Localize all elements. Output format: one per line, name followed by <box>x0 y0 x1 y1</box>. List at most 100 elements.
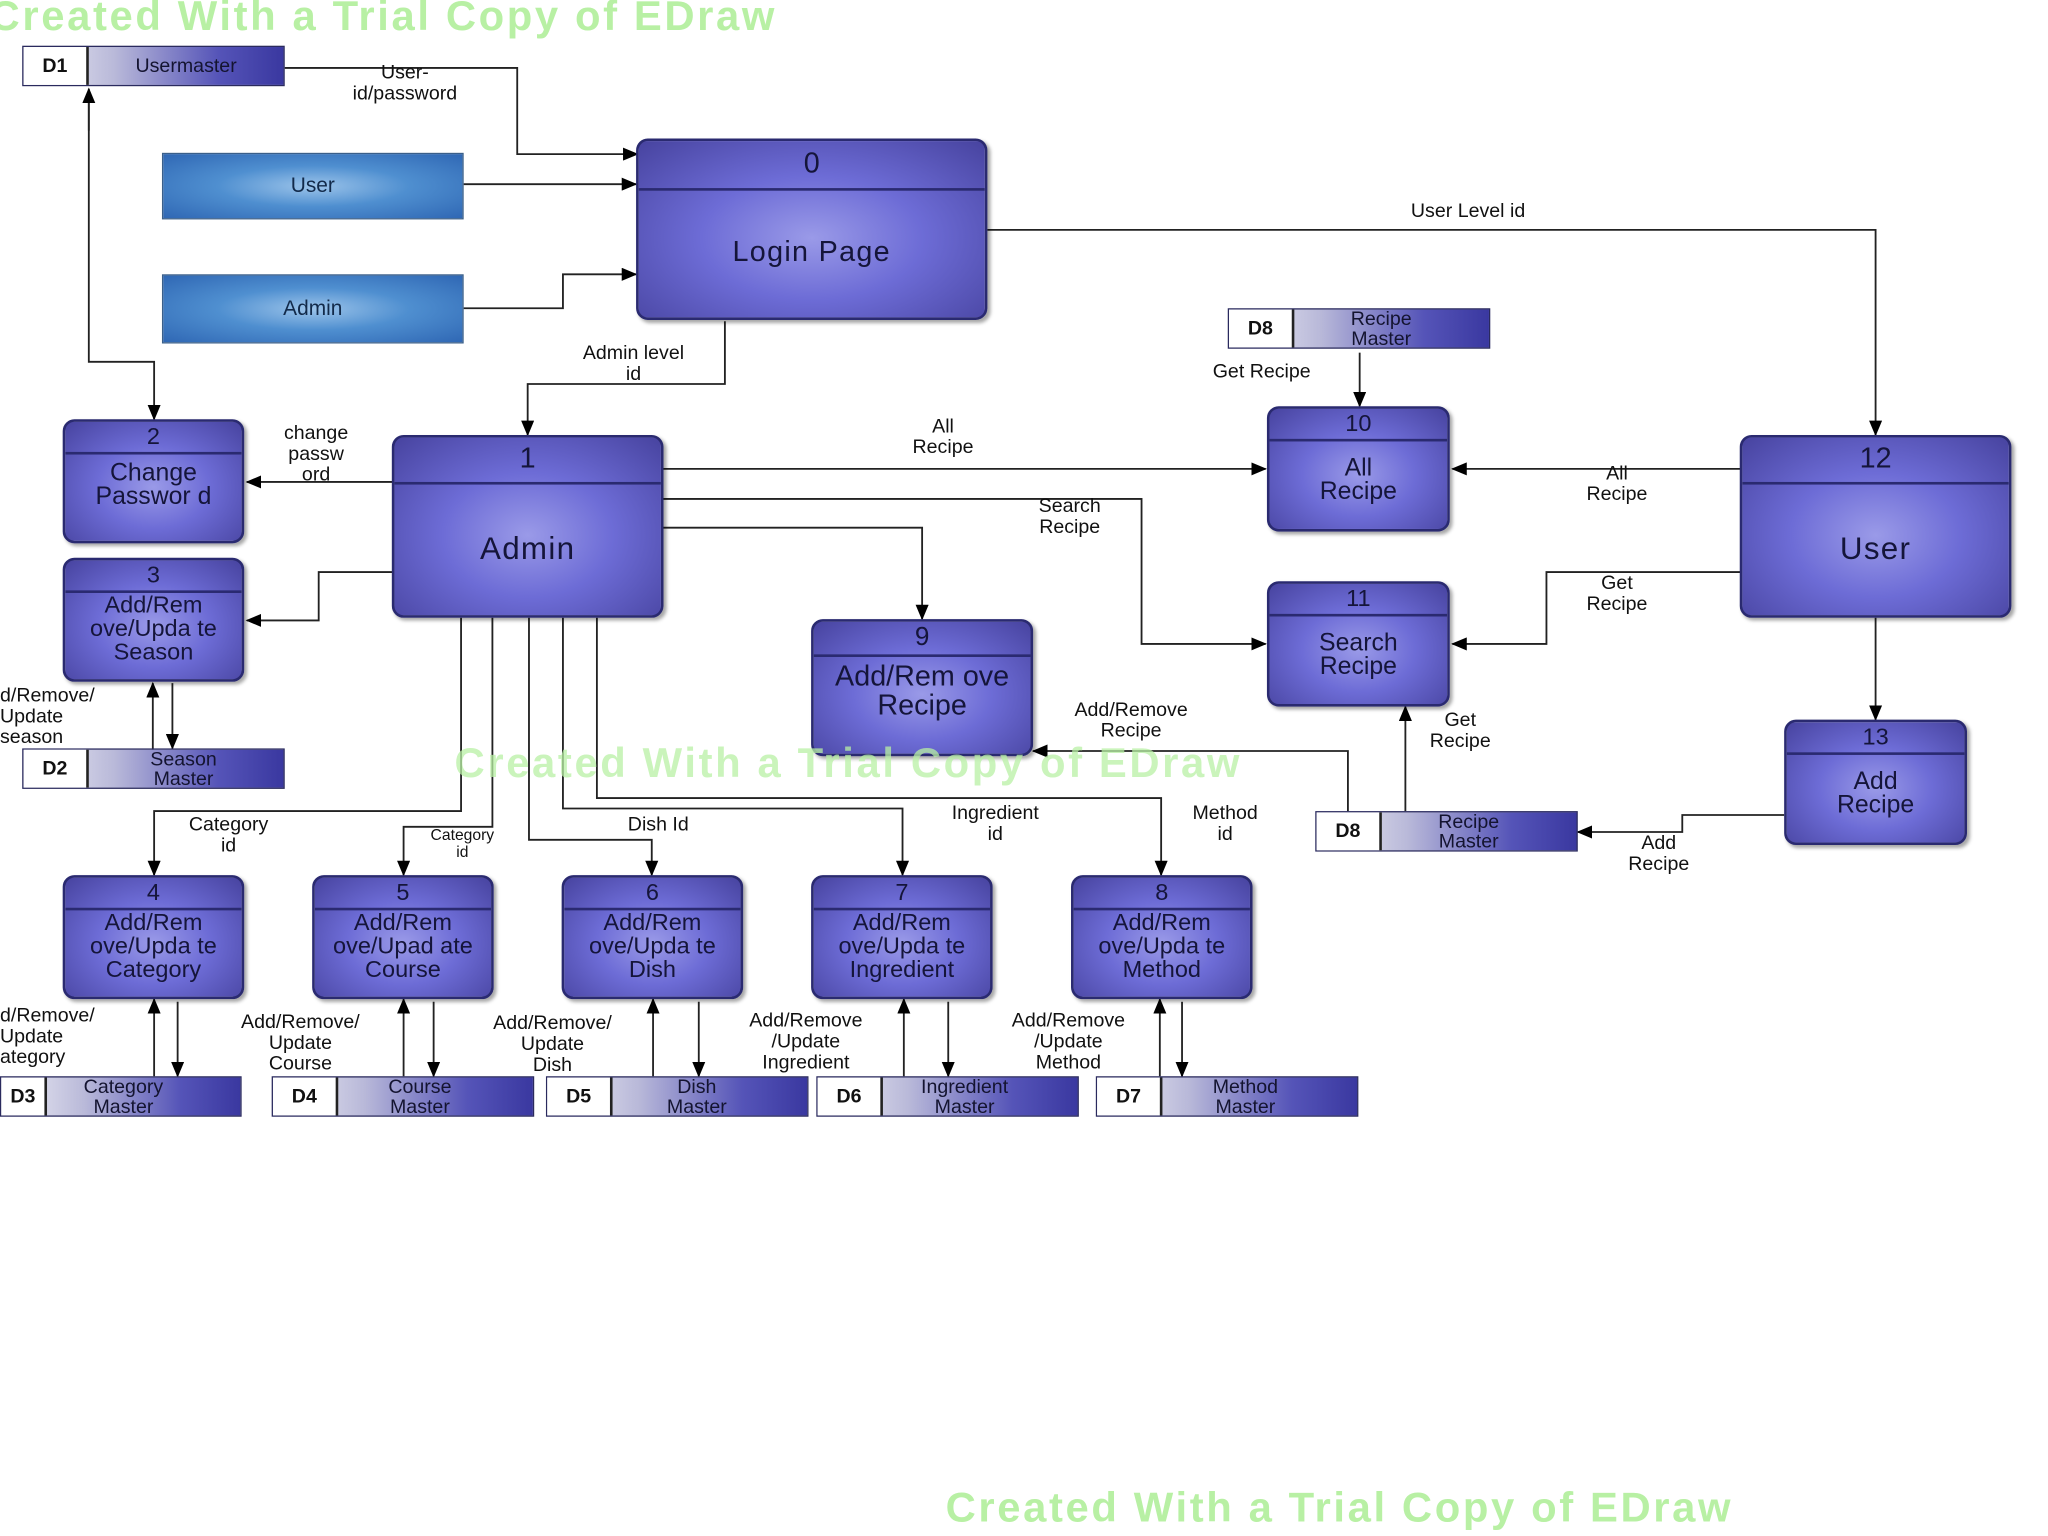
process-name: Add/Rem ove/Upda te Dish <box>588 909 716 983</box>
flow-label-user-id-password: User- id/password <box>352 61 458 105</box>
process-number: 8 <box>1073 878 1250 911</box>
process-13-add-recipe[interactable]: 13 Add Recipe <box>1784 719 1968 846</box>
flow-label-all-recipe-user: All Recipe <box>1586 462 1648 506</box>
process-number: 5 <box>314 878 492 911</box>
process-4-category[interactable]: 4 Add/Rem ove/Upda te Category <box>62 875 245 1000</box>
store-name: Season Master <box>150 747 217 790</box>
process-name: Add/Rem ove/Upda te Ingredient <box>838 909 966 983</box>
flow-label-ingredient-update: Add/Remove /Update Ingredient <box>749 1009 863 1074</box>
store-name: Usermaster <box>135 54 237 78</box>
flow-admin-to-p11 <box>663 498 1267 651</box>
store-name: Dish Master <box>666 1075 727 1118</box>
process-name: Search Recipe <box>1319 629 1398 681</box>
store-d3-category-master[interactable]: D3 Category Master <box>0 1075 242 1118</box>
process-9-add-remove-recipe[interactable]: 9 Add/Rem ove Recipe <box>811 619 1034 757</box>
process-10-all-recipe[interactable]: 10 All Recipe <box>1266 406 1450 532</box>
process-name: Add/Rem ove/Upda te Method <box>1098 909 1226 983</box>
store-id: D6 <box>817 1077 883 1116</box>
watermark-top: Created With a Trial Copy of EDraw <box>0 0 778 40</box>
flow-label-season-update: d/Remove/ Update season <box>0 684 95 749</box>
flow-admin-to-p7 <box>562 617 910 877</box>
flow-admin-to-p8 <box>595 617 1168 877</box>
flow-label-add-remove-recipe: Add/Remove Recipe <box>1074 698 1188 742</box>
flow-login-to-user <box>987 228 1883 437</box>
flow-p13-to-d8b <box>1576 814 1785 839</box>
store-d1-usermaster[interactable]: D1 Usermaster <box>22 45 285 87</box>
flow-d8b-to-p9 <box>1031 744 1349 812</box>
entity-admin[interactable]: Admin <box>161 274 464 344</box>
store-d8-recipe-master-top[interactable]: D8 Recipe Master <box>1227 307 1491 350</box>
process-number: 0 <box>638 141 985 191</box>
store-name: Category Master <box>83 1075 164 1118</box>
flow-label-change-password: change passw ord <box>283 421 349 486</box>
process-6-dish[interactable]: 6 Add/Rem ove/Upda te Dish <box>561 875 744 1000</box>
process-number: 12 <box>1742 438 2009 485</box>
store-id: D2 <box>23 749 89 788</box>
store-name: Method Master <box>1212 1075 1279 1118</box>
store-name: Course Master <box>388 1075 452 1118</box>
flow-user-to-p11 <box>1451 571 1742 651</box>
flow-label-get-recipe-user: Get Recipe <box>1586 572 1648 616</box>
process-name: All Recipe <box>1319 454 1397 506</box>
store-d4-course-master[interactable]: D4 Course Master <box>271 1075 535 1118</box>
process-8-method[interactable]: 8 Add/Rem ove/Upda te Method <box>1071 875 1253 1000</box>
flow-label-search-recipe-admin: Search Recipe <box>1038 495 1101 539</box>
process-number: 6 <box>564 878 741 911</box>
process-number: 7 <box>813 878 991 911</box>
process-1-admin[interactable]: 1 Admin <box>391 434 664 618</box>
flow-label-category-id-small: Category id <box>430 825 495 861</box>
flow-label-user-level-id: User Level id <box>1410 199 1526 223</box>
flow-login-to-admin <box>521 321 726 437</box>
store-name: Ingredient Master <box>920 1075 1009 1118</box>
flow-label-method-update: Add/Remove /Update Method <box>1011 1009 1126 1074</box>
process-number: 3 <box>65 560 242 593</box>
store-id: D8 <box>1229 309 1295 348</box>
process-name: Login Page <box>732 235 891 268</box>
process-number: 2 <box>65 422 242 455</box>
store-id: D7 <box>1097 1077 1163 1116</box>
process-number: 10 <box>1269 409 1448 442</box>
process-2-change-password[interactable]: 2 Change Passwor d <box>62 419 245 544</box>
flow-label-course-update: Add/Remove/ Update Course <box>241 1010 360 1075</box>
process-7-ingredient[interactable]: 7 Add/Rem ove/Upda te Ingredient <box>811 875 993 1000</box>
process-5-course[interactable]: 5 Add/Rem ove/Upad ate Course <box>312 875 494 1000</box>
process-number: 1 <box>394 438 661 485</box>
flow-label-method-id: Method id <box>1192 801 1258 846</box>
store-d7-method-master[interactable]: D7 Method Master <box>1095 1075 1359 1118</box>
store-id: D4 <box>272 1077 339 1116</box>
entity-user[interactable]: User <box>161 152 464 220</box>
flow-d1-to-p2 <box>87 91 161 421</box>
store-name: Recipe Master <box>1438 810 1500 853</box>
store-id: D8 <box>1316 812 1382 851</box>
flow-label-category-update: d/Remove/ Update ategory <box>0 1004 95 1069</box>
process-name: Admin <box>479 531 576 567</box>
process-name: Add Recipe <box>1836 767 1915 819</box>
process-3-season[interactable]: 3 Add/Rem ove/Upda te Season <box>62 557 245 682</box>
process-name: User <box>1839 531 1912 567</box>
process-12-user[interactable]: 12 User <box>1739 434 2012 618</box>
process-number: 11 <box>1269 584 1448 617</box>
store-d8-recipe-master-bottom[interactable]: D8 Recipe Master <box>1315 810 1578 853</box>
store-id: D1 <box>23 47 89 85</box>
process-number: 4 <box>65 878 242 911</box>
flow-label-admin-level-id: Admin level id <box>582 342 685 386</box>
store-d6-ingredient-master[interactable]: D6 Ingredient Master <box>816 1075 1079 1118</box>
store-d2-season-master[interactable]: D2 Season Master <box>22 747 285 790</box>
process-name: Add/Rem ove Recipe <box>835 659 1010 721</box>
flow-label-all-recipe-admin: All Recipe <box>912 415 974 459</box>
watermark-middle: Created With a Trial Copy of EDraw <box>454 739 1243 787</box>
process-0-login-page[interactable]: 0 Login Page <box>636 138 988 320</box>
flow-label-category-id: Category id <box>188 813 269 857</box>
flow-label-ingredient-id: Ingredient id <box>951 801 1039 846</box>
process-name: Add/Rem ove/Upda te Season <box>90 591 217 665</box>
store-name: Recipe Master <box>1350 307 1412 350</box>
flow-label-dish-update: Add/Remove/ Update Dish <box>493 1012 612 1077</box>
store-d5-dish-master[interactable]: D5 Dish Master <box>545 1075 809 1118</box>
flow-d1-to-login <box>284 67 639 161</box>
process-11-search-recipe[interactable]: 11 Search Recipe <box>1266 581 1450 707</box>
watermark-bottom: Created With a Trial Copy of EDraw <box>945 1483 1734 1531</box>
flow-label-get-recipe-d8: Get Recipe <box>1212 360 1311 383</box>
flow-admin-to-login <box>463 267 638 310</box>
